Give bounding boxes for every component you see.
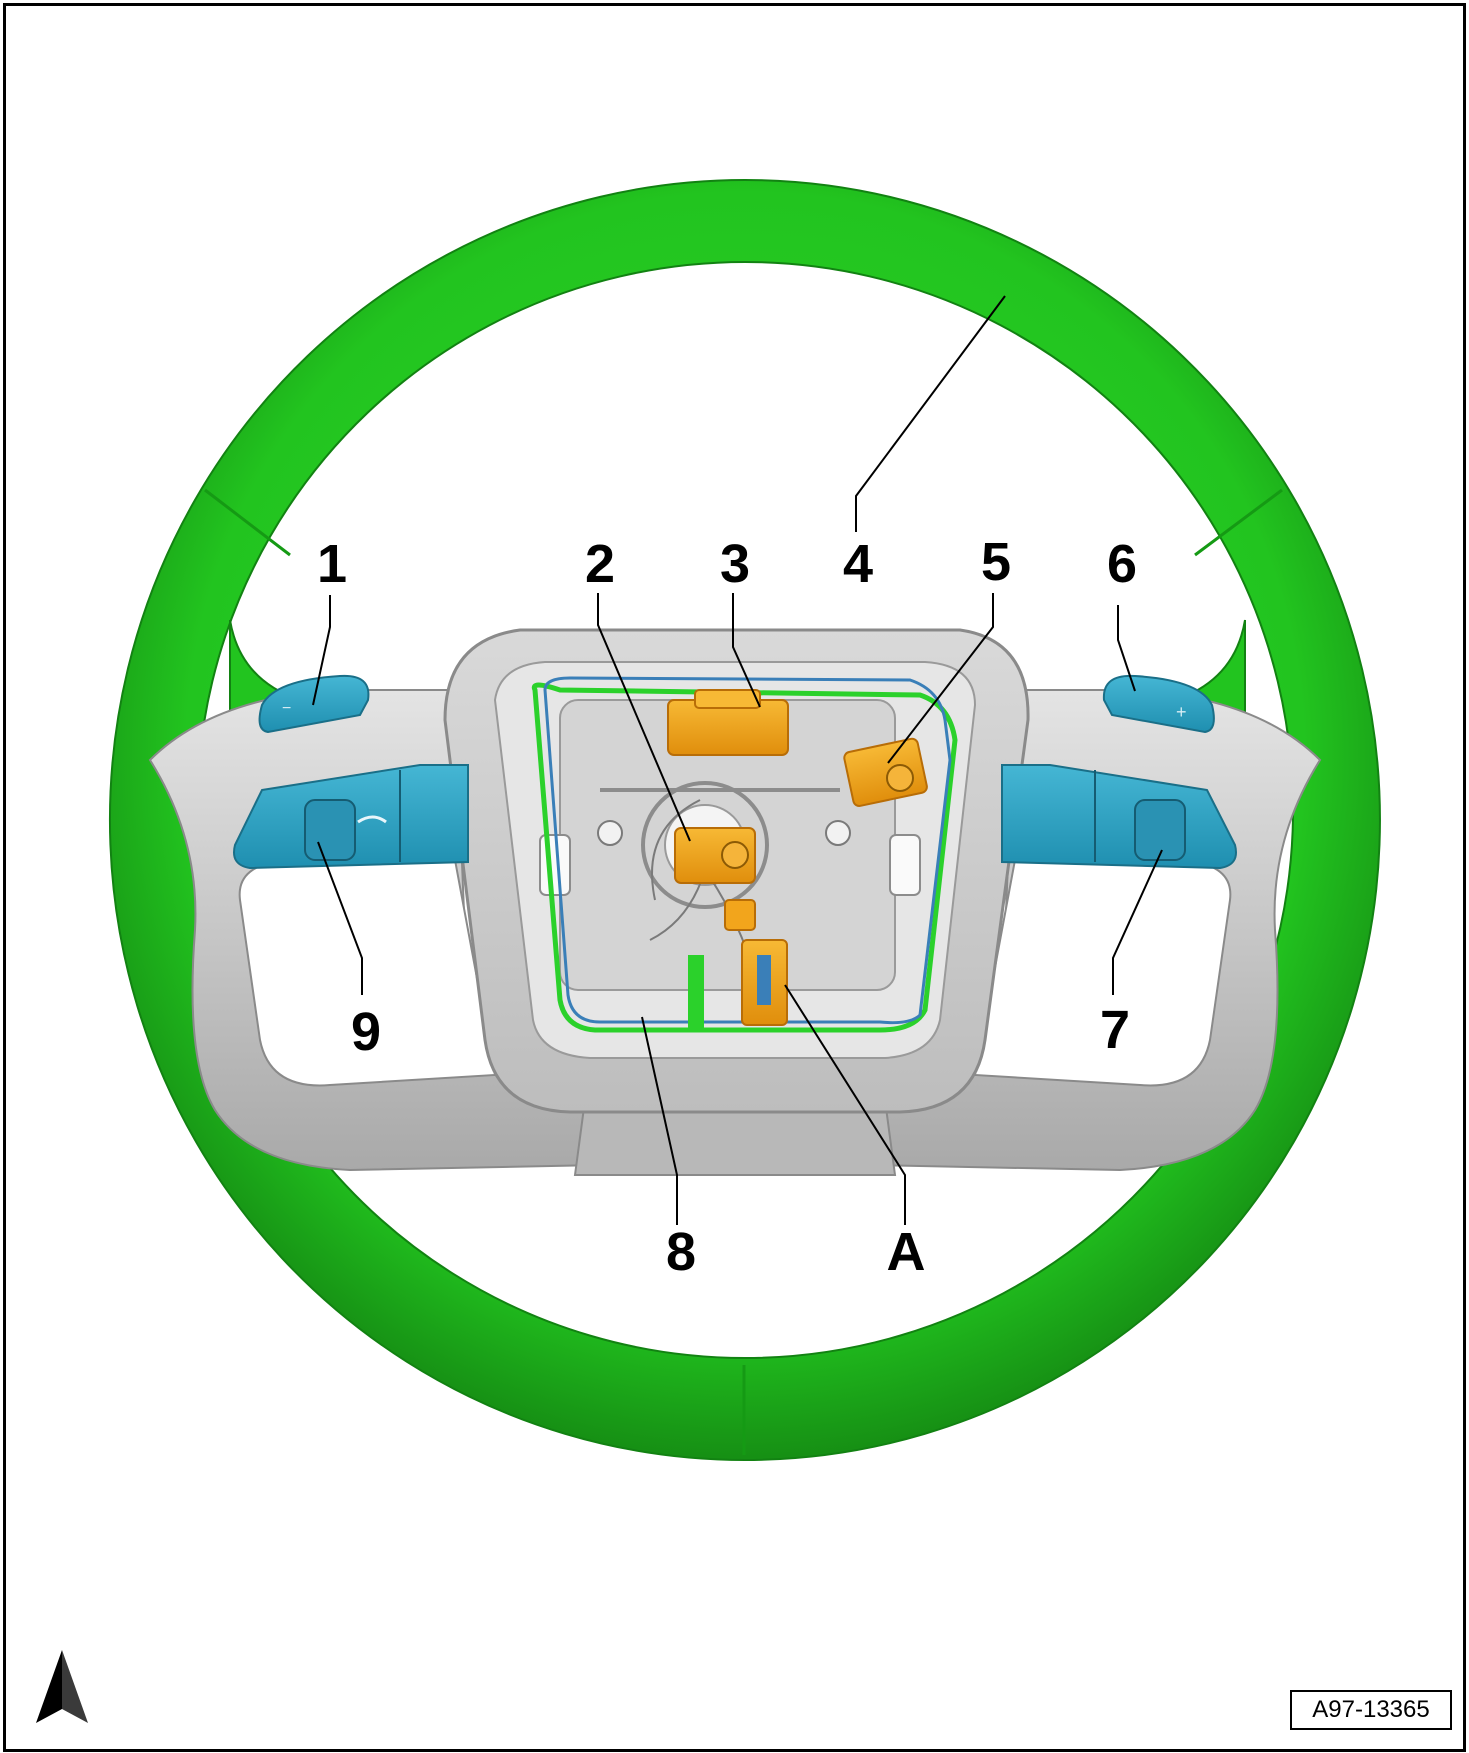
callout-6: 6 [1107, 534, 1137, 594]
hub-center-ring [641, 781, 769, 909]
leader-2 [597, 593, 691, 842]
hub-slot-right [889, 834, 921, 896]
rim-seam-left [204, 488, 291, 557]
wiring-loop-blue [543, 676, 952, 1025]
callout-7: 7 [1100, 1000, 1130, 1060]
rim-seam-right [1194, 488, 1283, 557]
callout-3: 3 [720, 534, 750, 594]
right-shift-paddle[interactable] [1102, 674, 1215, 734]
wiring-loop-green [531, 682, 958, 1033]
right-spoke-opening [973, 859, 1232, 1087]
callout-5: 5 [981, 532, 1011, 592]
figure-reference-label: A97-13365 [1290, 1690, 1452, 1730]
leader-A [784, 984, 906, 1225]
callout-1: 1 [317, 534, 347, 594]
hub-bolt-left [597, 820, 623, 846]
left-thumbwheel[interactable] [304, 799, 356, 861]
leader-1 [312, 595, 331, 706]
hub-slot-left [539, 834, 571, 896]
right-paddle-symbol: + [1176, 702, 1187, 722]
leader-7 [1112, 849, 1163, 995]
leader-3 [732, 593, 761, 708]
left-spoke-opening [238, 859, 497, 1087]
connector-5-plug [886, 764, 914, 792]
north-arrow-icon [36, 1650, 88, 1723]
callout-8: 8 [666, 1222, 696, 1282]
leader-5 [887, 593, 994, 764]
callout-2: 2 [585, 534, 615, 594]
right-thumbwheel[interactable] [1134, 799, 1186, 861]
connector-2-plug [721, 841, 749, 869]
connector-A-strip [757, 955, 771, 1005]
steering-wheel-rim [108, 179, 1381, 1461]
left-paddle-symbol: − [282, 700, 291, 717]
leader-4 [855, 295, 1006, 532]
connector-small [724, 899, 756, 931]
wiring-drop-left [688, 955, 704, 1030]
leader-6 [1117, 605, 1136, 692]
left-button-icon [357, 815, 387, 824]
leader-8 [641, 1016, 678, 1225]
callout-A: A [887, 1222, 926, 1282]
callout-9: 9 [351, 1002, 381, 1062]
leader-lines [312, 295, 1163, 1225]
hub-bolt-right [825, 820, 851, 846]
leader-9 [317, 841, 363, 995]
connector-3-top [694, 689, 761, 709]
callout-4: 4 [843, 534, 873, 594]
